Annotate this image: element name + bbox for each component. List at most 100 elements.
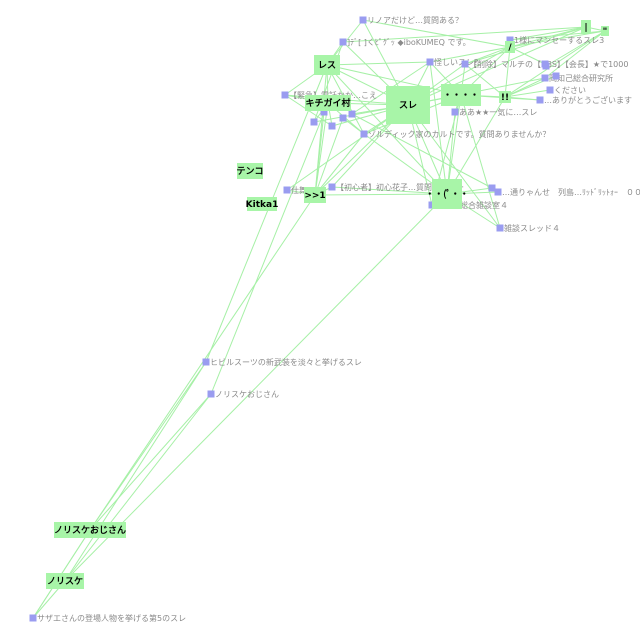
graph-edge [429, 61, 448, 195]
keyword-node-box [305, 95, 351, 111]
thread-node[interactable]: ああ★★一気に…スレ [451, 107, 538, 117]
keyword-node[interactable]: ノリスケおじさん [54, 522, 126, 538]
keyword-node[interactable]: Kitka1 [246, 197, 279, 211]
keyword-node-box [601, 26, 609, 36]
thread-node[interactable]: 岡知己総合研究所 [541, 73, 614, 83]
keyword-node[interactable]: レス [314, 55, 340, 75]
thread-node[interactable] [488, 184, 496, 192]
thread-node[interactable] [339, 114, 347, 122]
thread-node-marker [202, 358, 210, 366]
keyword-node-label: >>1 [304, 191, 325, 201]
keyword-node-box [432, 179, 462, 209]
thread-node[interactable]: ください [546, 86, 587, 95]
keyword-node-label: Kitka1 [246, 200, 279, 210]
keyword-node-box [499, 91, 511, 103]
keyword-node-label: ・・・・ [443, 91, 479, 101]
keyword-node-label: ノリスケおじさん [54, 525, 126, 536]
keyword-node-box [304, 187, 326, 203]
thread-node-label: …ありがとうございます [544, 95, 632, 105]
keyword-node[interactable]: ・・(ﾟ・・ [425, 179, 469, 209]
thread-node-marker [281, 91, 289, 99]
thread-node[interactable]: リノアだけど…質問ある？ [359, 15, 464, 25]
thread-node[interactable]: 雑談スレッド４ [496, 223, 561, 233]
thread-node-marker [328, 122, 336, 130]
thread-node-marker [426, 58, 434, 66]
thread-node-label: 雑談スレッド４ [504, 223, 560, 233]
thread-node[interactable] [552, 72, 560, 80]
thread-node-label: ゾルディック家のカルトです。質問ありませんか？ [368, 129, 550, 139]
thread-node[interactable]: ノリスケおじさん [207, 390, 280, 399]
graph-edge [314, 117, 344, 196]
thread-node[interactable]: 怪しいスレ？ [426, 57, 483, 67]
thread-node[interactable]: …通りゃんせ 列島…ﾘｯﾄﾞﾘｯﾄｫｰ ００ [494, 187, 640, 197]
thread-node-marker [310, 118, 318, 126]
thread-node-label: 怪しいスレ？ [434, 57, 482, 67]
thread-node[interactable]: 仕舞 [283, 185, 308, 195]
thread-node[interactable]: 【初心者】初心花子…質問スレ…ー [328, 182, 465, 192]
thread-node[interactable]: サザエさんの登場人物を挙げる第5のスレ [29, 613, 187, 623]
keyword-node[interactable]: テンコ [236, 163, 264, 179]
graph-edge [464, 63, 506, 98]
graph-edge [331, 186, 448, 195]
keyword-node[interactable]: スレ [386, 86, 430, 124]
keyword-node[interactable]: ・・・・ [441, 84, 481, 106]
graph-edge [407, 104, 501, 229]
keyword-node[interactable]: ノリスケ [46, 573, 84, 589]
thread-node[interactable]: ゾルディック家のカルトです。質問ありませんか？ [360, 129, 551, 139]
thread-node[interactable]: …ありがとうございます [536, 95, 633, 105]
keyword-node[interactable]: キチガイ村 [305, 95, 351, 111]
keyword-node[interactable]: >>1 [304, 187, 326, 203]
graph-edge [504, 30, 606, 98]
graph-edge [64, 193, 448, 582]
thread-node-marker [506, 36, 514, 44]
graph-edge [314, 193, 448, 196]
thread-node-marker [359, 16, 367, 24]
keyword-node-label: スレ [399, 100, 417, 111]
keyword-node-box [54, 522, 126, 538]
graph-edge [464, 26, 587, 65]
thread-node[interactable] [328, 122, 336, 130]
keyword-node[interactable]: " [601, 26, 609, 37]
graph-edge [205, 64, 328, 363]
thread-node-marker [320, 108, 328, 116]
thread-node[interactable]: ヒビルスーツの新武装を淡々と挙げるスレ [202, 357, 362, 367]
graph-edge [407, 26, 587, 106]
graph-edge [429, 46, 511, 63]
keyword-node-label: キチガイ村 [305, 97, 350, 109]
thread-node-marker [339, 38, 347, 46]
keyword-node[interactable]: | [581, 20, 591, 34]
thread-node[interactable]: ]ﾃﾞ[ ]くﾋﾟｸﾞｯ ◆iboKUMEQ です。 [339, 38, 471, 47]
graph-edge [545, 30, 606, 67]
keyword-node[interactable]: !! [499, 91, 511, 103]
thread-node-marker [541, 74, 549, 82]
graph-edge [326, 64, 462, 96]
thread-node[interactable] [348, 110, 356, 118]
keyword-node-box [505, 41, 515, 53]
thread-node-marker [494, 188, 502, 196]
thread-node[interactable]: 1様にマンセーするスレ3 [506, 35, 605, 45]
thread-node-label: 岡知己総合研究所 [549, 73, 613, 83]
keyword-node-label: " [603, 27, 608, 37]
keyword-node-label: レス [318, 60, 336, 71]
thread-node-label: 旅人の総合雑談室４ [436, 200, 508, 210]
thread-node-marker [339, 114, 347, 122]
thread-node-label: 1様にマンセーするスレ3 [514, 35, 604, 45]
graph-edge [314, 111, 325, 196]
thread-node[interactable] [320, 108, 328, 116]
thread-node[interactable] [541, 60, 549, 68]
keyword-node-box [247, 197, 277, 211]
thread-node-label: ああ★★一気に…スレ [459, 107, 537, 117]
graph-edge [326, 64, 448, 195]
thread-node-marker [488, 184, 496, 192]
keyword-node[interactable]: / [505, 41, 515, 53]
thread-node-label: ]ﾃﾞ[ ]くﾋﾟｸﾞｯ ◆iboKUMEQ です。 [347, 38, 471, 47]
thread-node[interactable] [310, 118, 318, 126]
thread-node-marker [29, 614, 37, 622]
graph-edge [446, 94, 462, 195]
thread-node-marker [360, 130, 368, 138]
thread-node-marker [348, 110, 356, 118]
graph-edge [544, 30, 606, 79]
thread-node-marker [328, 183, 336, 191]
